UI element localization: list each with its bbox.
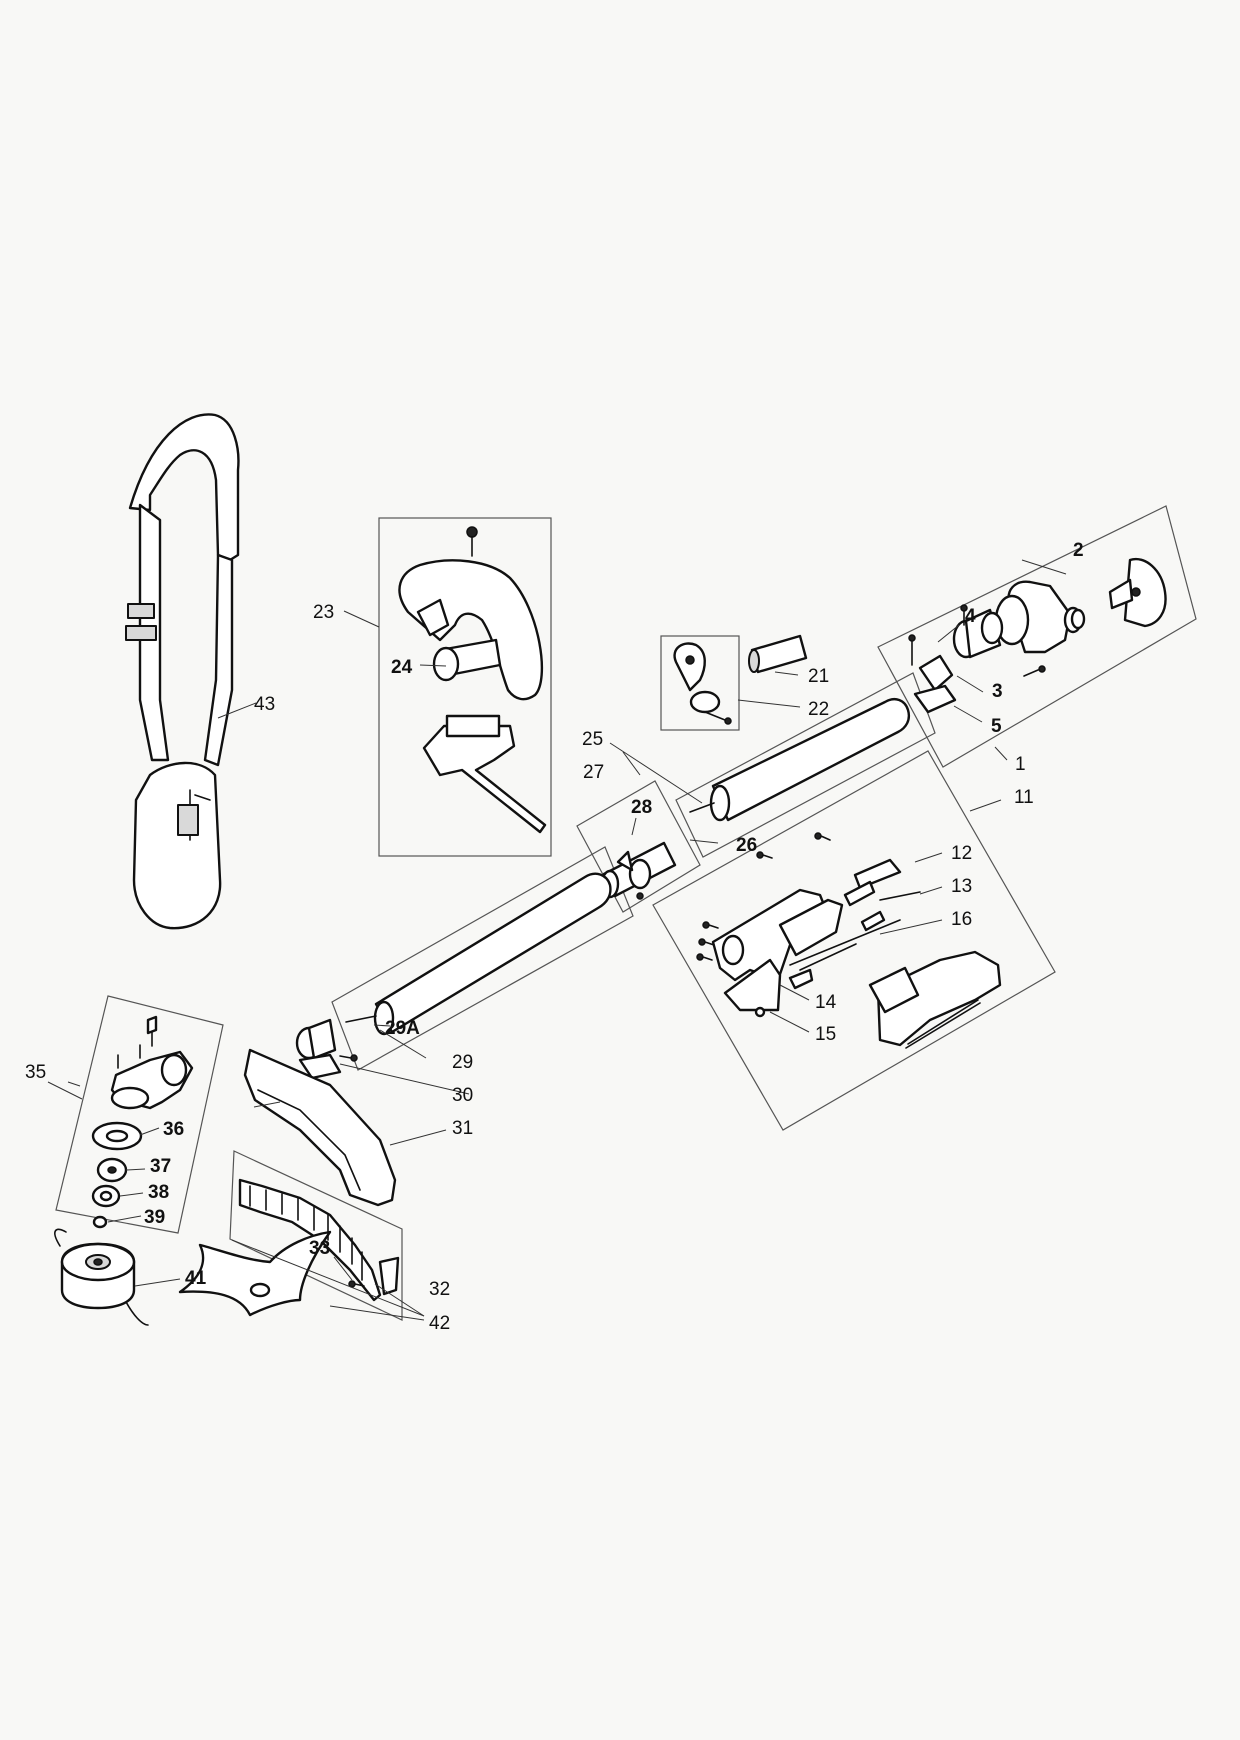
callout-31: 31 bbox=[452, 1118, 473, 1139]
callout-24: 24 bbox=[391, 657, 413, 678]
callout-11: 11 bbox=[1014, 787, 1034, 808]
callout-15: 15 bbox=[815, 1024, 836, 1045]
callout-28: 28 bbox=[631, 797, 652, 818]
shaft-coupler bbox=[600, 841, 677, 900]
callout-37: 37 bbox=[150, 1156, 171, 1177]
trimmer-blade bbox=[178, 1230, 332, 1317]
clutch-housing-group bbox=[908, 557, 1167, 714]
leader-lines bbox=[47, 559, 1067, 1321]
callout-16: 16 bbox=[951, 909, 972, 930]
callout-29: 29 bbox=[452, 1052, 473, 1073]
guard-extension bbox=[238, 1178, 400, 1302]
callout-25: 25 bbox=[582, 729, 603, 750]
group-frame-1 bbox=[877, 505, 1197, 768]
callout-23: 23 bbox=[313, 602, 334, 623]
callout-32: 32 bbox=[429, 1279, 450, 1300]
nylon-line-trimmer-head bbox=[54, 1228, 149, 1326]
group-frame-35 bbox=[55, 995, 224, 1234]
callout-38: 38 bbox=[148, 1182, 169, 1203]
callout-12: 12 bbox=[951, 843, 972, 864]
group-frame-11 bbox=[652, 750, 1056, 1131]
callout-1: 1 bbox=[1015, 754, 1026, 775]
group-frame-25 bbox=[675, 672, 936, 858]
main-shaft-tube bbox=[345, 872, 612, 1036]
callout-13: 13 bbox=[951, 876, 972, 897]
callout-35: 35 bbox=[25, 1062, 46, 1083]
callout-26: 26 bbox=[736, 835, 757, 856]
callout-33: 33 bbox=[309, 1238, 330, 1259]
upper-drive-shaft-tube bbox=[689, 698, 911, 822]
callout-27: 27 bbox=[583, 762, 604, 783]
callout-21: 21 bbox=[808, 666, 829, 687]
engine-housing-group bbox=[696, 832, 1002, 1049]
callout-5: 5 bbox=[991, 716, 1002, 737]
callout-4: 4 bbox=[965, 606, 976, 627]
callout-22: 22 bbox=[808, 699, 829, 720]
clamp-and-grip bbox=[673, 634, 808, 725]
callout-36: 36 bbox=[163, 1119, 184, 1140]
grass-guard bbox=[243, 1018, 397, 1207]
callout-30: 30 bbox=[452, 1085, 473, 1106]
callout-42: 42 bbox=[429, 1313, 450, 1334]
shoulder-harness bbox=[125, 413, 240, 930]
loop-handle bbox=[398, 526, 547, 834]
callout-3: 3 bbox=[992, 681, 1003, 702]
group-frame-23 bbox=[378, 517, 552, 857]
bevel-gearbox-group bbox=[91, 1015, 194, 1229]
callout-14: 14 bbox=[815, 992, 837, 1013]
callout-labels: 1 2 3 4 5 11 12 13 14 15 16 21 22 23 24 … bbox=[25, 540, 1084, 1334]
group-frame-22 bbox=[660, 635, 740, 731]
callout-43: 43 bbox=[254, 694, 275, 715]
callout-2: 2 bbox=[1073, 540, 1084, 561]
callout-39: 39 bbox=[144, 1207, 165, 1228]
group-frame-29 bbox=[331, 846, 634, 1071]
group-frame-32 bbox=[229, 1150, 403, 1321]
callout-29a: 29A bbox=[385, 1018, 420, 1039]
callout-41: 41 bbox=[185, 1268, 207, 1289]
